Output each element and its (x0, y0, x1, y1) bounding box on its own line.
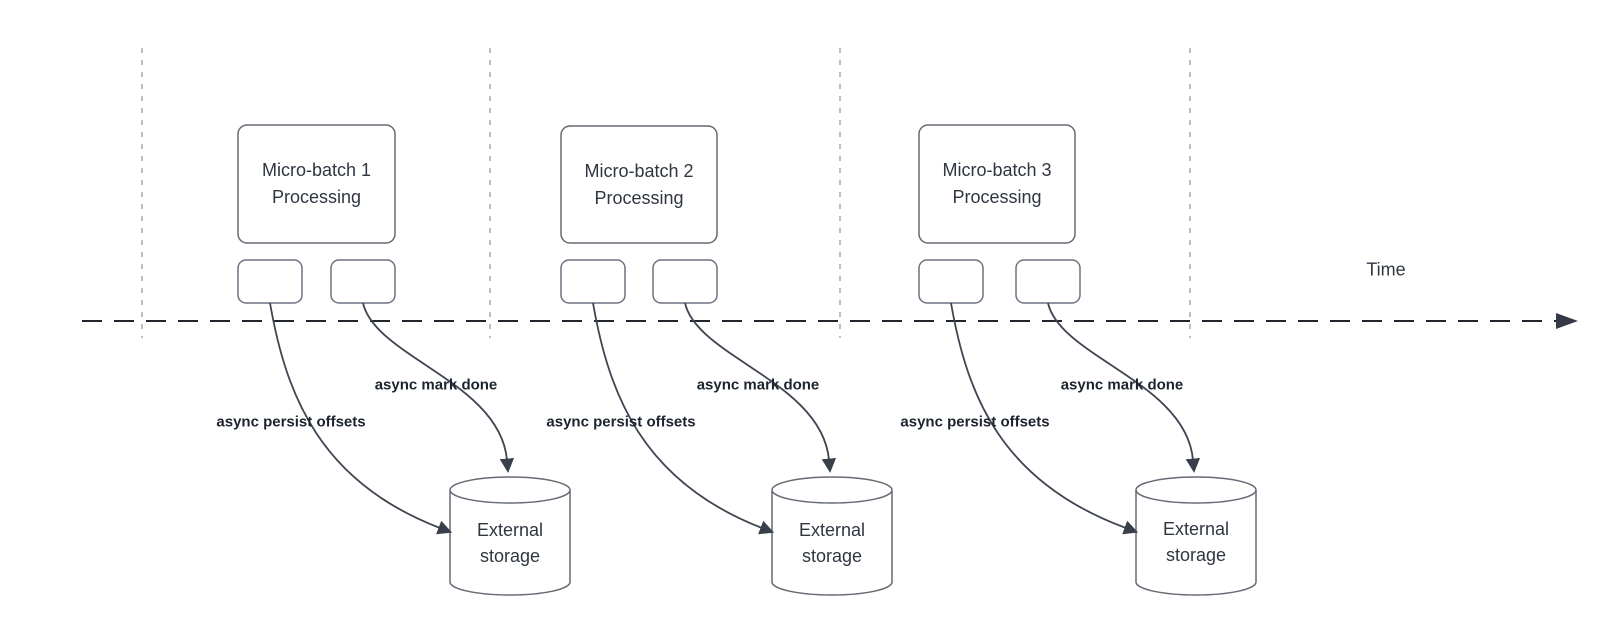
timeline-arrowhead-icon (1556, 313, 1578, 329)
mark-done-arrow-2 (684, 302, 837, 473)
persist-offsets-arrow-2 (592, 302, 775, 535)
external-storage-cylinder-2-top (771, 476, 893, 504)
mark-done-arrow-3 (1047, 302, 1201, 473)
micro-batch-3-process-box (918, 124, 1076, 244)
micro-batch-2-process-box (560, 125, 718, 244)
micro-batch-3-task-box-left (918, 259, 984, 304)
external-storage-cylinder-2-body (771, 490, 893, 596)
external-storage-cylinder-3-top (1135, 476, 1257, 504)
micro-batch-1-task-box-right (330, 259, 396, 304)
external-storage-cylinder-3-body (1135, 490, 1257, 596)
micro-batch-1-task-box-left (237, 259, 303, 304)
persist-offsets-arrow-3 (950, 302, 1139, 535)
mark-done-arrow-1 (362, 302, 515, 473)
micro-batch-2-task-box-left (560, 259, 626, 304)
micro-batch-1-process-box (237, 124, 396, 244)
persist-offsets-arrow-1 (269, 302, 453, 535)
micro-batch-2-task-box-right (652, 259, 718, 304)
external-storage-cylinder-1-top (449, 476, 571, 504)
micro-batch-3-task-box-right (1015, 259, 1081, 304)
external-storage-cylinder-1-body (449, 490, 571, 596)
